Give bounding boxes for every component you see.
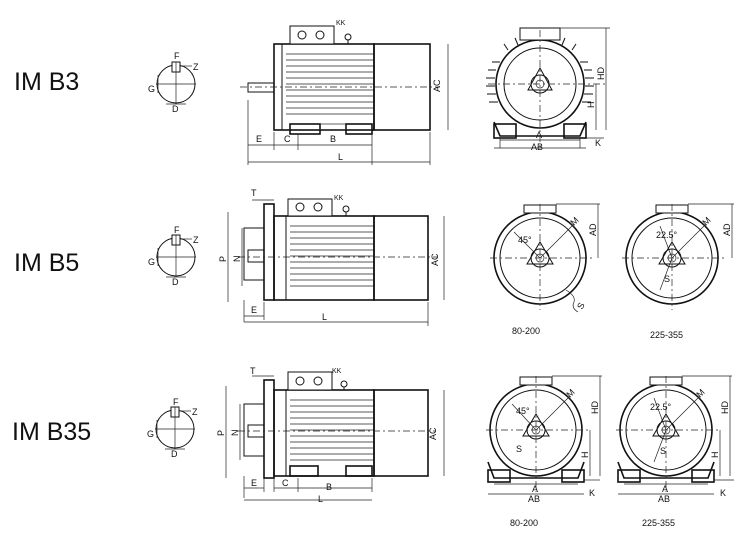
- dim-P: P: [216, 430, 226, 436]
- dim-AB: AB: [531, 142, 543, 152]
- dim-D: D: [172, 104, 179, 114]
- dim-A: A: [532, 484, 538, 494]
- caption-80-200: 80-200: [512, 326, 540, 336]
- dim-S: S: [660, 446, 666, 456]
- dim-HD: HD: [596, 67, 606, 80]
- dim-AD: AD: [588, 223, 598, 236]
- shaft-end-detail-b35: F Z G D: [147, 397, 198, 459]
- dim-B: B: [330, 134, 336, 144]
- row-label-b3: IM B3: [14, 68, 79, 96]
- shaft-end-detail-b3: F Z G D: [148, 51, 199, 114]
- caption-225-355: 225-355: [650, 330, 683, 340]
- dim-H: H: [580, 452, 590, 459]
- dim-K: K: [720, 488, 726, 498]
- dim-KK: KK: [334, 195, 344, 202]
- dim-M: M: [564, 387, 576, 399]
- dim-G: G: [148, 84, 155, 94]
- dim-N: N: [232, 256, 242, 263]
- dim-L: L: [318, 494, 323, 504]
- dim-L: L: [322, 312, 327, 322]
- dim-AC: AC: [430, 253, 440, 266]
- dim-E: E: [251, 305, 257, 315]
- dim-A: A: [662, 484, 668, 494]
- b35-front-view-225-355: 22.5° M S A AB K HD H 225-355: [616, 375, 734, 528]
- dim-B: B: [326, 482, 332, 492]
- dim-AC: AC: [428, 427, 438, 440]
- b3-front-view: A AB K HD H: [486, 27, 610, 152]
- dim-E: E: [251, 478, 257, 488]
- dim-H: H: [710, 452, 720, 459]
- dim-M: M: [700, 215, 712, 227]
- b5-front-view-80-200: 45° M S AD 80-200: [490, 203, 600, 336]
- dim-M: M: [568, 215, 580, 227]
- dim-KK: KK: [336, 20, 346, 27]
- dim-K: K: [595, 138, 601, 148]
- dim-F: F: [174, 225, 180, 235]
- dim-M: M: [694, 387, 706, 399]
- angle-45: 45°: [518, 235, 532, 245]
- dim-C: C: [284, 134, 291, 144]
- b35-side-view: KK T P N E C B L AC: [216, 366, 445, 504]
- caption-225-355: 225-355: [642, 518, 675, 528]
- dim-Z: Z: [193, 62, 199, 72]
- dim-Z: Z: [192, 407, 198, 417]
- dim-F: F: [174, 51, 180, 61]
- row-label-b5: IM B5: [14, 249, 79, 277]
- b5-side-view: KK T P N E L AC: [218, 188, 445, 326]
- angle-22-5: 22.5°: [650, 402, 672, 412]
- dim-S: S: [575, 301, 587, 311]
- angle-22-5: 22.5°: [656, 230, 678, 240]
- dim-E: E: [256, 134, 262, 144]
- dim-T: T: [251, 188, 257, 198]
- dim-G: G: [147, 429, 154, 439]
- dim-T: T: [250, 366, 256, 376]
- b35-front-view-80-200: 45° M S A AB K HD H 80-200: [486, 375, 602, 528]
- dim-AB: AB: [528, 494, 540, 504]
- dim-Z: Z: [193, 235, 199, 245]
- dim-H: H: [586, 102, 596, 109]
- dim-G: G: [148, 257, 155, 267]
- dim-D: D: [172, 277, 179, 287]
- dim-D: D: [171, 449, 178, 459]
- dim-HD: HD: [720, 401, 730, 414]
- dim-S: S: [664, 274, 670, 284]
- dim-K: K: [589, 488, 595, 498]
- b3-side-view: KK E C B L AC: [240, 20, 449, 165]
- b5-front-view-225-355: 22.5° M S AD 225-355: [622, 203, 734, 340]
- shaft-end-detail-b5: F Z G D: [148, 225, 199, 287]
- row-label-b35: IM B35: [12, 418, 91, 446]
- dim-L: L: [338, 152, 343, 162]
- dim-C: C: [282, 478, 289, 488]
- dim-KK: KK: [332, 368, 342, 375]
- dim-AD: AD: [722, 223, 732, 236]
- dim-AB: AB: [658, 494, 670, 504]
- dim-A: A: [536, 130, 542, 140]
- dim-F: F: [173, 397, 179, 407]
- angle-45: 45°: [516, 406, 530, 416]
- caption-80-200: 80-200: [510, 518, 538, 528]
- dim-S: S: [516, 444, 522, 454]
- dim-N: N: [230, 430, 240, 437]
- dim-P: P: [218, 256, 228, 262]
- dim-HD: HD: [590, 401, 600, 414]
- dim-AC: AC: [432, 79, 442, 92]
